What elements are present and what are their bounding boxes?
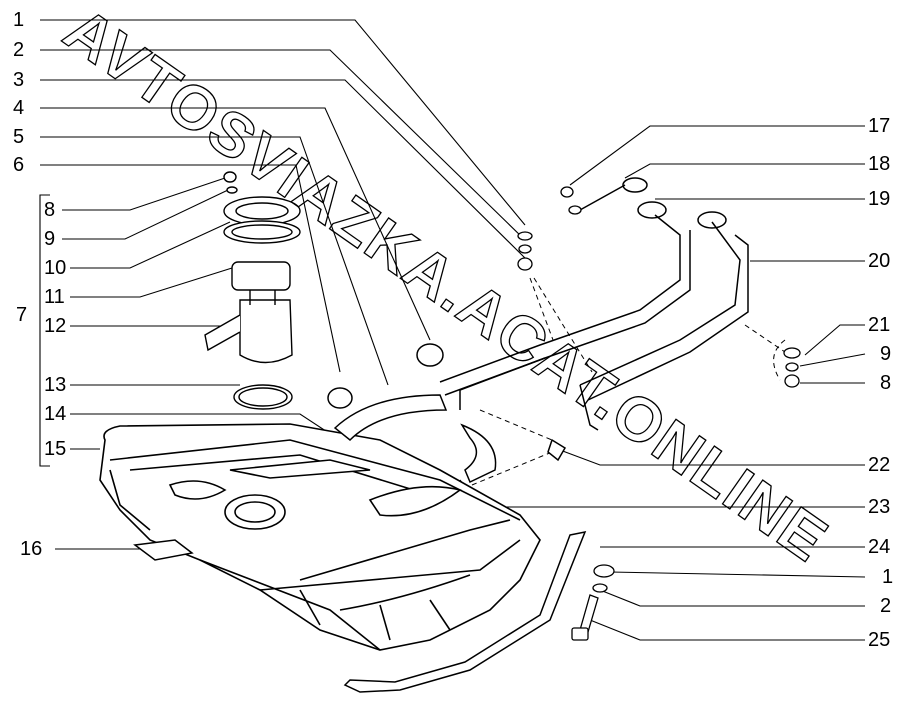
callout-21: 21 [868, 314, 891, 336]
callout-14: 14 [44, 403, 67, 425]
filler-pipes [439, 177, 749, 431]
callout-2-right: 2 [880, 595, 892, 617]
callout-10: 10 [44, 257, 67, 279]
callout-9-right: 9 [880, 343, 892, 365]
fasteners [517, 186, 801, 641]
callout-15: 15 [44, 438, 67, 460]
callout-5: 5 [13, 126, 25, 148]
callout-22: 22 [868, 454, 891, 476]
callout-9: 9 [44, 228, 56, 250]
fuel-pump [204, 171, 301, 410]
callout-24: 24 [868, 536, 891, 558]
leader-lines [40, 19, 866, 641]
callout-16: 16 [20, 538, 43, 560]
callout-25: 25 [868, 629, 891, 651]
callout-4: 4 [13, 97, 25, 119]
callout-1-right: 1 [882, 566, 894, 588]
bracket [133, 539, 194, 561]
callout-8-right: 8 [880, 372, 892, 394]
callout-8: 8 [44, 199, 56, 221]
callout-3: 3 [13, 69, 25, 91]
callout-12: 12 [44, 315, 67, 337]
callout-13: 13 [44, 374, 67, 396]
callout-7: 7 [16, 304, 28, 326]
callout-17: 17 [868, 115, 891, 137]
callout-23: 23 [868, 496, 891, 518]
callout-18: 18 [868, 153, 891, 175]
callout-19: 19 [868, 188, 891, 210]
callout-11: 11 [44, 286, 65, 308]
strap [343, 530, 587, 693]
dashed-guides [471, 277, 786, 486]
hoses [327, 343, 567, 484]
callout-6: 6 [13, 154, 25, 176]
group-bracket [39, 194, 50, 467]
fuel-tank [99, 423, 541, 651]
callout-1: 1 [13, 9, 25, 31]
callout-2: 2 [13, 39, 25, 61]
callout-20: 20 [868, 250, 891, 272]
